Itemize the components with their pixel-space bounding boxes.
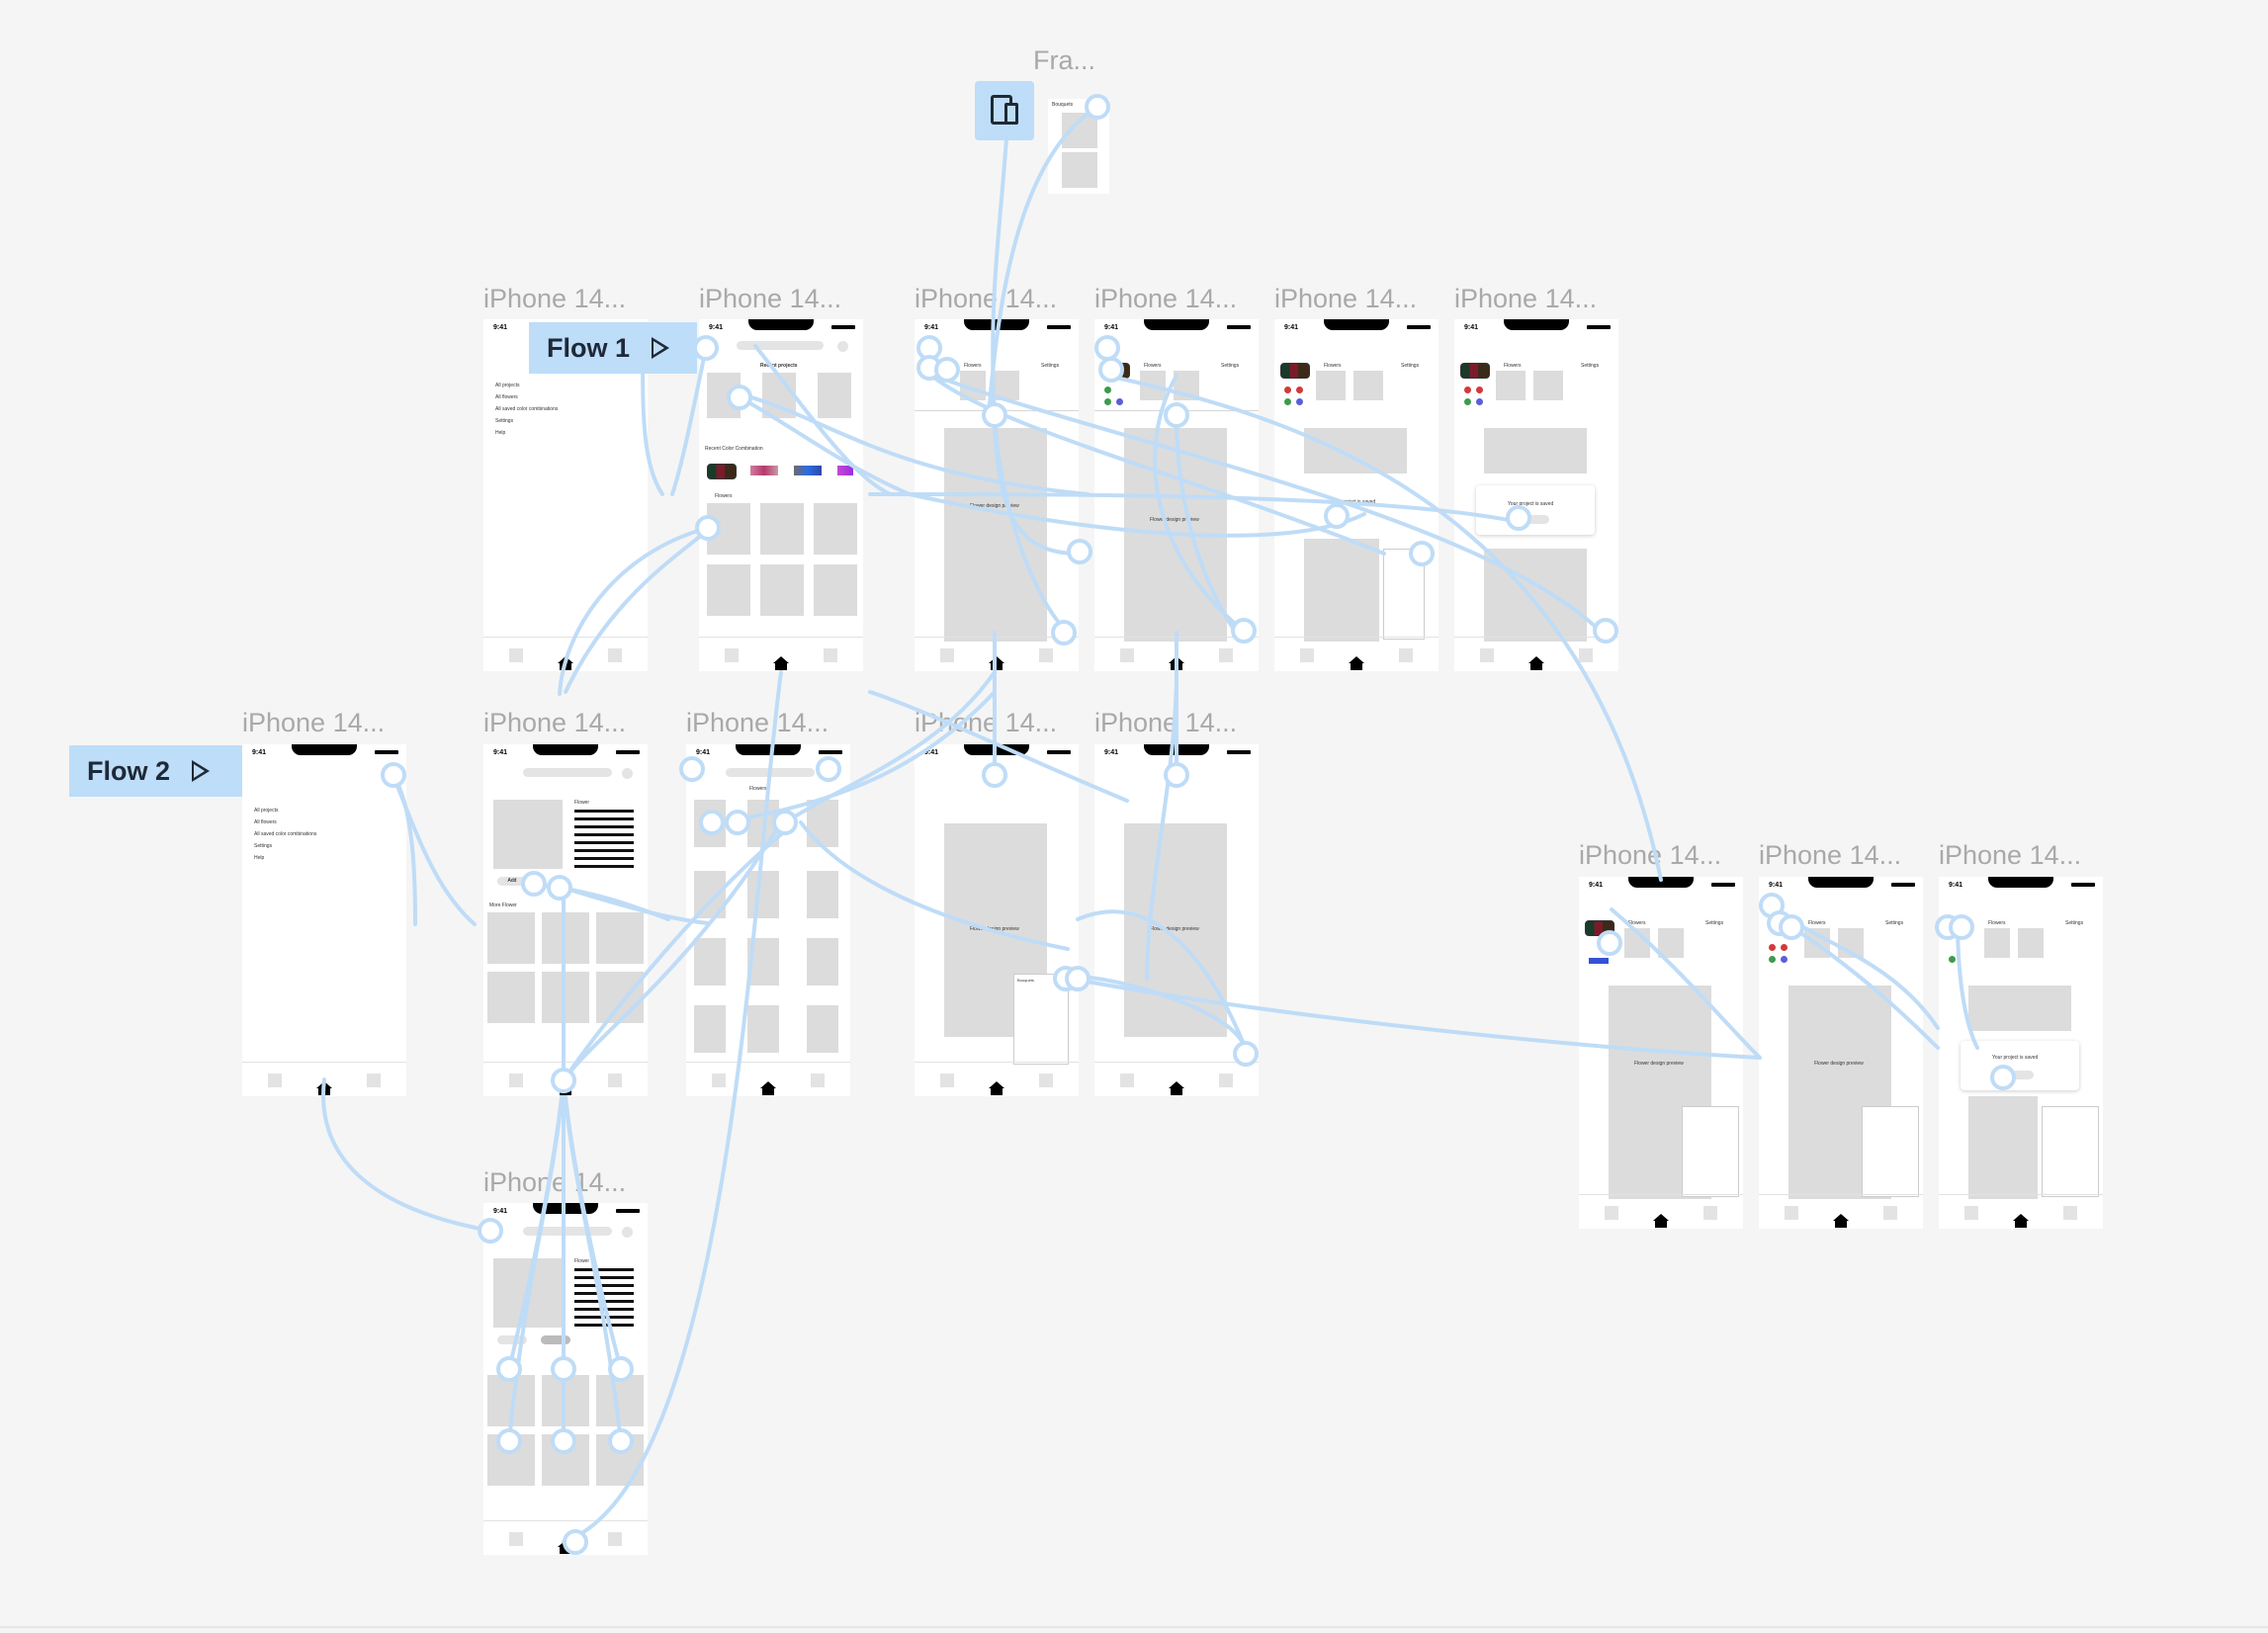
frame-label-r2c4[interactable]: iPhone 14... bbox=[915, 708, 1058, 737]
phone-editor-screen-1[interactable]: 9:41 Flowers Settings Flower design prev… bbox=[915, 319, 1079, 671]
phone-bouquet-1[interactable]: 9:41 Flowers Settings Flower design prev… bbox=[1579, 877, 1743, 1229]
phone-bouquet-2[interactable]: 9:41 Flowers Settings Flower design prev… bbox=[1759, 877, 1923, 1229]
phone-home-screen[interactable]: 9:41 Recent projects Recent Color Combin… bbox=[699, 319, 863, 671]
frame-label-r1c4[interactable]: iPhone 14... bbox=[1094, 284, 1238, 313]
frame-label-r1c2[interactable]: iPhone 14... bbox=[699, 284, 842, 313]
frame-label-r3c3[interactable]: iPhone 14... bbox=[1939, 840, 2082, 870]
search-bar[interactable] bbox=[737, 341, 824, 350]
device-frame-icon[interactable] bbox=[975, 81, 1034, 140]
flow-2-start-button[interactable]: Flow 2 bbox=[69, 745, 242, 797]
frame-label-r1c6[interactable]: iPhone 14... bbox=[1454, 284, 1598, 313]
flow-1-start-button[interactable]: Flow 1 bbox=[529, 322, 697, 374]
frame-label-r2c1[interactable]: iPhone 14... bbox=[242, 708, 386, 737]
frame-label-r1c3[interactable]: iPhone 14... bbox=[915, 284, 1058, 313]
frame-label-r1c5[interactable]: iPhone 14... bbox=[1274, 284, 1418, 313]
play-icon bbox=[652, 337, 670, 359]
phone-preview-1[interactable]: 9:41 Flower design preview Bouquets bbox=[915, 744, 1079, 1096]
phone-saved-screen[interactable]: 9:41 Flowers Settings Your project is sa… bbox=[1454, 319, 1618, 671]
ok-button[interactable] bbox=[1520, 515, 1549, 524]
phone-flower-detail[interactable]: 9:41 Flower Add More Flower bbox=[483, 744, 648, 1096]
phone-bouquet-3[interactable]: 9:41 Flowers Settings Your project is sa… bbox=[1939, 877, 2103, 1229]
flow-2-label: Flow 2 bbox=[87, 755, 171, 786]
phone-editor-screen-3[interactable]: 9:41 Flowers Settings Your project is sa… bbox=[1274, 319, 1439, 671]
canvas-edge bbox=[0, 1626, 2268, 1628]
frame-label-r3c1[interactable]: iPhone 14... bbox=[1579, 840, 1722, 870]
frame-label-r1c1[interactable]: iPhone 14... bbox=[483, 284, 627, 313]
phone-editor-screen-2[interactable]: 9:41 Flowers Settings Flower design prev… bbox=[1094, 319, 1259, 671]
bouquets-label: Bouquets bbox=[1052, 102, 1074, 108]
frame-label-bottom[interactable]: iPhone 14... bbox=[483, 1167, 627, 1197]
frame-label-r2c2[interactable]: iPhone 14... bbox=[483, 708, 627, 737]
status-time: 9:41 bbox=[493, 324, 508, 331]
play-icon bbox=[192, 760, 211, 782]
flow-1-label: Flow 1 bbox=[547, 332, 631, 363]
small-frame-label[interactable]: Fra... bbox=[1033, 45, 1096, 75]
frame-label-r2c5[interactable]: iPhone 14... bbox=[1094, 708, 1238, 737]
phone-flower-detail-2[interactable]: 9:41 Flower bbox=[483, 1203, 648, 1555]
phone-flower-list[interactable]: 9:41 Flowers bbox=[686, 744, 850, 1096]
frame-label-r3c2[interactable]: iPhone 14... bbox=[1759, 840, 1902, 870]
frame-label-r2c3[interactable]: iPhone 14... bbox=[686, 708, 829, 737]
bouquets-component-frame[interactable]: Bouquets bbox=[1048, 99, 1109, 194]
phone-menu-screen-2[interactable]: 9:41 All projects All flowers All saved … bbox=[242, 744, 406, 1096]
phone-preview-2[interactable]: 9:41 Flower design preview bbox=[1094, 744, 1259, 1096]
